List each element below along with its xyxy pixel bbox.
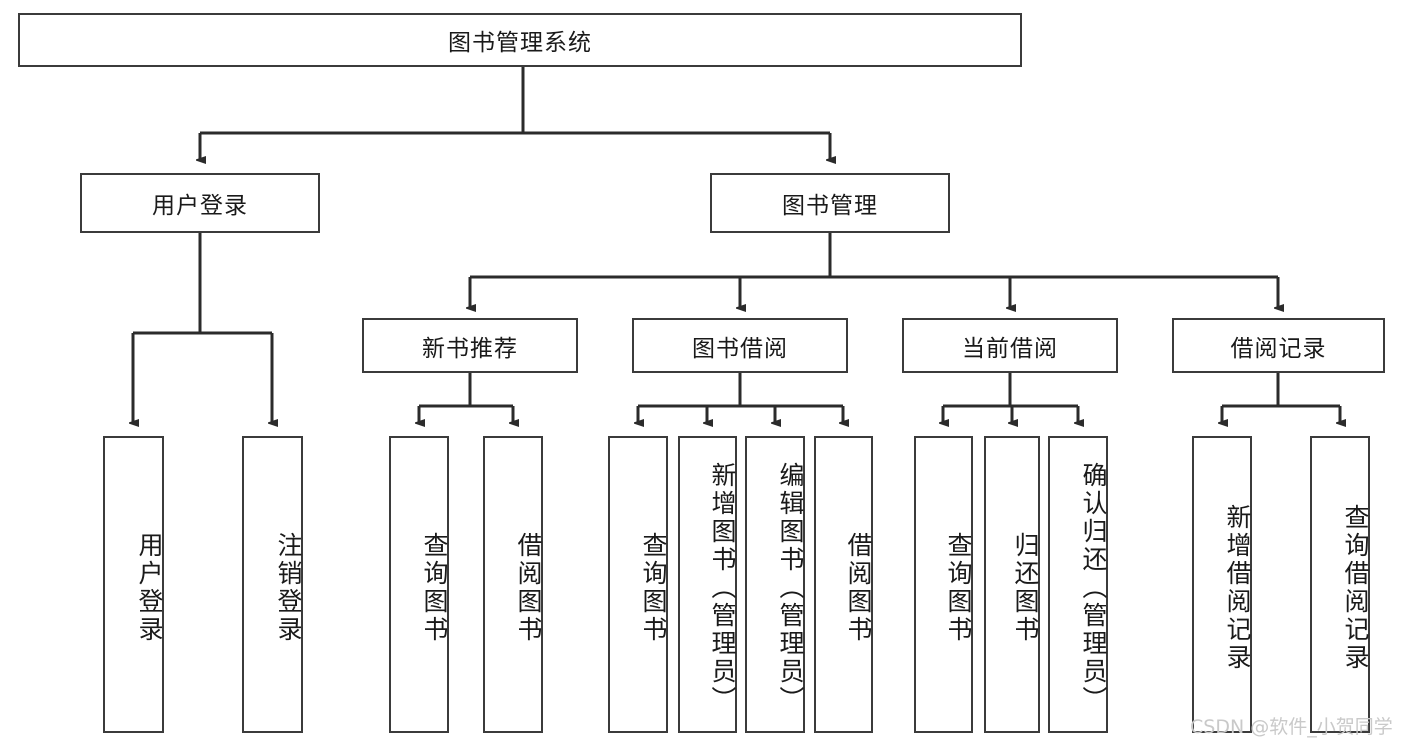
node-current-borrow[interactable]: 当前借阅	[902, 318, 1118, 373]
node-book-borrow[interactable]: 图书借阅	[632, 318, 848, 373]
leaf-label: 新增图书（管理员）	[708, 461, 737, 714]
leaf-label: 查询借阅记录	[1341, 503, 1370, 672]
leaf-label: 新增借阅记录	[1223, 503, 1252, 672]
leaf-label: 借阅图书	[844, 531, 873, 644]
node-label: 用户登录	[152, 193, 248, 219]
leaf-node[interactable]: 借阅图书	[483, 436, 543, 733]
node-label: 新书推荐	[422, 335, 518, 362]
node-borrow-records[interactable]: 借阅记录	[1172, 318, 1385, 373]
leaf-label: 查询图书	[944, 531, 973, 644]
leaf-label: 确认归还（管理员）	[1079, 461, 1108, 714]
node-label: 当前借阅	[962, 335, 1058, 362]
csdn-watermark: CSDN @软件_小贺同学	[1190, 716, 1393, 738]
node-root-label: 图书管理系统	[448, 30, 592, 56]
node-book-management[interactable]: 图书管理	[710, 173, 950, 233]
leaf-label: 借阅图书	[514, 531, 543, 644]
leaf-node[interactable]: 借阅图书	[814, 436, 873, 733]
leaf-node[interactable]: 新增借阅记录	[1192, 436, 1252, 733]
leaf-node[interactable]: 查询图书	[608, 436, 668, 733]
leaf-node[interactable]: 查询图书	[914, 436, 973, 733]
leaf-label: 查询图书	[420, 531, 449, 644]
leaf-node[interactable]: 注销登录	[242, 436, 303, 733]
leaf-node[interactable]: 新增图书（管理员）	[678, 436, 737, 733]
leaf-label: 归还图书	[1011, 531, 1040, 644]
leaf-label: 编辑图书（管理员）	[776, 461, 805, 714]
leaf-node[interactable]: 查询图书	[389, 436, 449, 733]
leaf-label: 查询图书	[639, 531, 668, 644]
leaf-label: 用户登录	[135, 531, 164, 644]
node-label: 图书管理	[782, 193, 878, 219]
node-label: 借阅记录	[1230, 335, 1327, 362]
node-label: 图书借阅	[692, 335, 788, 362]
leaf-node[interactable]: 查询借阅记录	[1310, 436, 1370, 733]
leaf-node[interactable]: 确认归还（管理员）	[1048, 436, 1108, 733]
node-root-system[interactable]: 图书管理系统	[18, 13, 1022, 67]
leaf-node[interactable]: 编辑图书（管理员）	[745, 436, 805, 733]
node-user-login[interactable]: 用户登录	[80, 173, 320, 233]
leaf-node[interactable]: 归还图书	[984, 436, 1040, 733]
leaf-label: 注销登录	[274, 531, 303, 644]
node-new-book-recommend[interactable]: 新书推荐	[362, 318, 578, 373]
leaf-node[interactable]: 用户登录	[103, 436, 164, 733]
